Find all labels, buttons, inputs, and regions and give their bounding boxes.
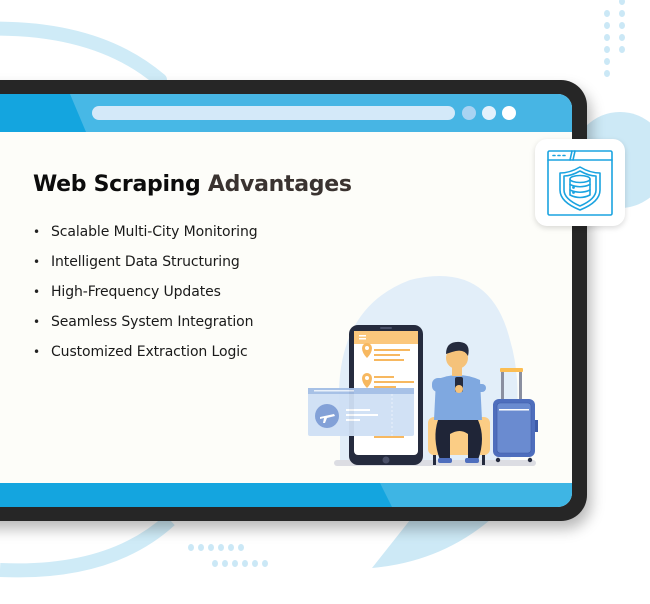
address-bar[interactable] xyxy=(92,106,455,120)
list-item: •Scalable Multi-City Monitoring xyxy=(33,220,258,250)
database-shield-badge xyxy=(535,139,625,226)
title-primary: Web Scraping xyxy=(33,172,201,197)
list-item: •Intelligent Data Structuring xyxy=(33,250,258,280)
decor-dots-top-right xyxy=(604,0,625,77)
bullet-icon: • xyxy=(33,285,40,299)
bullet-icon: • xyxy=(33,225,40,239)
window-dot-2[interactable] xyxy=(482,106,496,120)
suitcase-icon xyxy=(493,368,538,463)
title-accent: Advantages xyxy=(207,172,352,197)
page-title: Web Scraping Advantages xyxy=(33,172,352,197)
bullet-icon: • xyxy=(33,345,40,359)
list-item: •Seamless System Integration xyxy=(33,310,258,340)
bullet-icon: • xyxy=(33,255,40,269)
list-item: •High-Frequency Updates xyxy=(33,280,258,310)
window-dot-3[interactable] xyxy=(502,106,516,120)
bullet-icon: • xyxy=(33,315,40,329)
browser-top-bar xyxy=(0,94,572,132)
boarding-pass-icon xyxy=(308,388,414,436)
decor-dots-bottom xyxy=(188,544,244,551)
window-dot-1[interactable] xyxy=(462,106,476,120)
advantages-list: •Scalable Multi-City Monitoring •Intelli… xyxy=(33,220,258,370)
database-shield-icon xyxy=(547,149,613,216)
decor-dots-bottom-2 xyxy=(212,560,268,567)
traveler-illustration xyxy=(308,276,538,466)
list-item: •Customized Extraction Logic xyxy=(33,340,258,370)
browser-bottom-bar xyxy=(0,483,572,507)
traveler-person-icon xyxy=(432,341,486,463)
